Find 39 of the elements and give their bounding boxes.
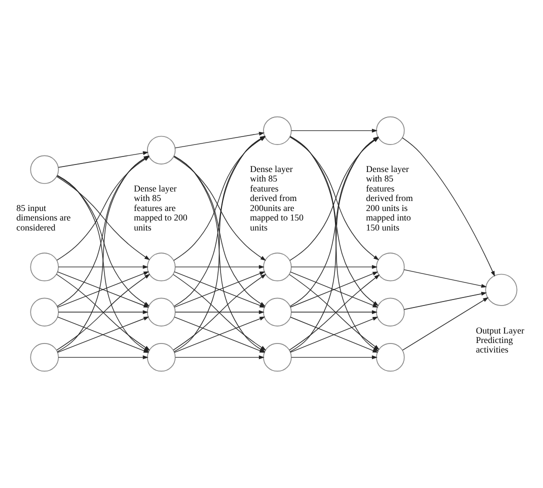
arrow [58, 310, 148, 314]
node-circle [147, 136, 176, 164]
arrow [291, 128, 378, 133]
arrow [58, 355, 148, 360]
node-circle [376, 252, 405, 282]
label: Dense layer with 85 features are mapped to 200 units [134, 183, 188, 232]
node-circle [30, 343, 59, 372]
arrow [291, 265, 378, 269]
label: Output Layer Predicting activities [476, 325, 524, 355]
arrow [402, 297, 489, 351]
node-circle [485, 274, 518, 306]
arrow [402, 137, 495, 277]
node-circle [263, 298, 292, 326]
arrow [404, 292, 487, 310]
node-circle [263, 252, 292, 282]
arrow [290, 272, 378, 308]
arrow [58, 265, 148, 269]
node-circle [263, 343, 292, 372]
node-circle [147, 343, 176, 372]
arrow [404, 269, 487, 288]
node-circle [376, 298, 405, 326]
arrow [291, 355, 378, 360]
arrow [56, 176, 150, 260]
node-circle [376, 343, 405, 372]
label: Dense layer with 85 features derived from 200units are mapped to 150 units [250, 164, 304, 232]
node-circle [147, 252, 176, 282]
arrow [175, 310, 264, 314]
label: Dense layer with 85 features derived from 200 units is mapped into 150 units [366, 164, 413, 232]
label: 85 input dimensions are considered [16, 202, 71, 232]
node-circle [30, 252, 59, 282]
arrow [174, 156, 266, 261]
node-circle [263, 116, 292, 145]
arrow [175, 355, 264, 360]
node-circle [30, 298, 59, 326]
arrow [291, 310, 378, 314]
node-circle [376, 116, 405, 145]
node-circle [147, 298, 176, 326]
arrow [175, 265, 264, 269]
node-circle [30, 155, 59, 184]
